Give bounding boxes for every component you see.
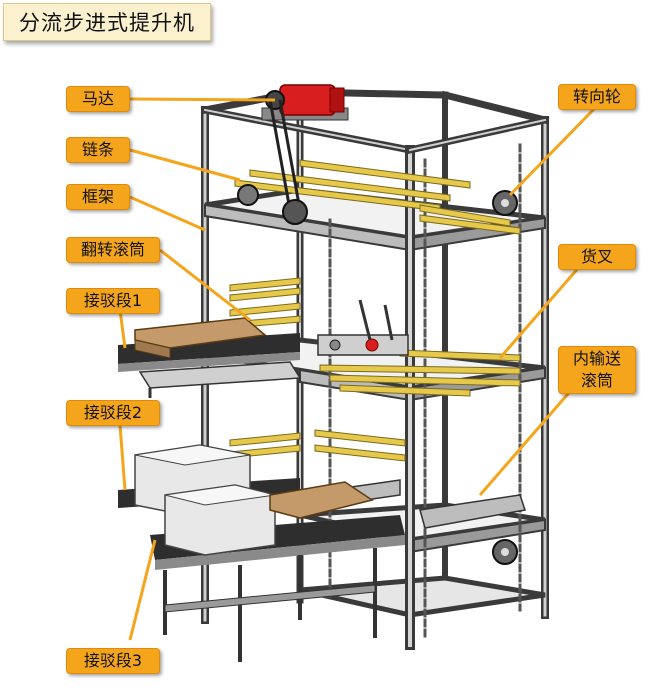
callout-flip-roller: 翻转滚筒 bbox=[66, 237, 160, 263]
callout-fork: 货叉 bbox=[558, 244, 636, 270]
turn-wheel bbox=[492, 190, 518, 565]
chain-gear-upper bbox=[237, 184, 308, 225]
leader-lines bbox=[118, 97, 599, 641]
transfer-section-1 bbox=[118, 317, 302, 398]
callout-inner-roller: 内输送 滚筒 bbox=[558, 346, 636, 394]
callout-frame: 框架 bbox=[66, 184, 130, 210]
callout-inner-roller-line2: 滚筒 bbox=[580, 371, 613, 390]
lower-rollers bbox=[229, 429, 406, 462]
page-title: 分流步进式提升机 bbox=[3, 3, 211, 41]
platform-base bbox=[299, 575, 546, 618]
callout-transfer-3: 接驳段3 bbox=[66, 648, 160, 674]
callout-chain: 链条 bbox=[66, 137, 130, 163]
callout-motor: 马达 bbox=[66, 86, 130, 112]
front-tower bbox=[328, 115, 550, 650]
chain bbox=[268, 99, 302, 211]
motor-assembly bbox=[261, 84, 349, 121]
callout-transfer-2: 接驳段2 bbox=[66, 400, 160, 426]
fork-mechanism bbox=[317, 299, 409, 356]
callout-turn-wheel: 转向轮 bbox=[558, 84, 636, 110]
callout-transfer-1: 接驳段1 bbox=[66, 288, 160, 314]
transfer-section-3 bbox=[150, 481, 405, 662]
callout-inner-roller-line1: 内输送 bbox=[572, 349, 621, 368]
fork-rollers bbox=[319, 349, 521, 397]
